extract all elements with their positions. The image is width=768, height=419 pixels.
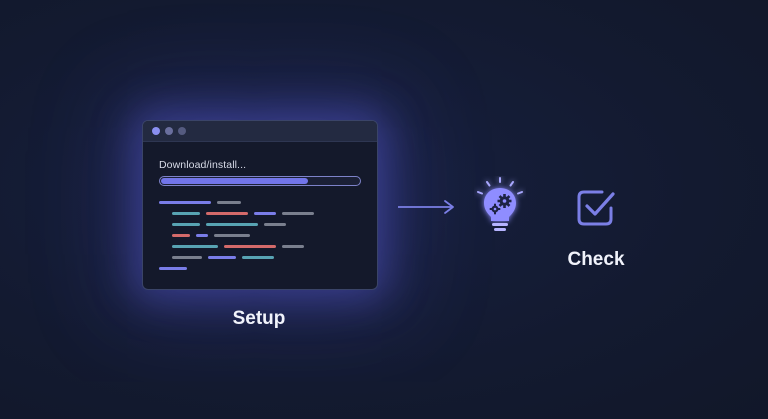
- code-token: [217, 201, 241, 204]
- window-dot-1: [152, 127, 160, 135]
- install-progress-bar: [159, 176, 361, 186]
- code-token: [282, 212, 314, 215]
- code-token: [206, 223, 258, 226]
- code-token: [224, 245, 276, 248]
- code-token: [206, 212, 248, 215]
- setup-label: Setup: [232, 308, 286, 329]
- code-line: [159, 201, 247, 204]
- code-line: [159, 267, 193, 270]
- code-line: [172, 245, 310, 248]
- window-titlebar: [143, 121, 377, 142]
- window-dot-3: [178, 127, 186, 135]
- code-token: [196, 234, 208, 237]
- code-token: [214, 234, 250, 237]
- install-status-text: Download/install...: [159, 159, 247, 171]
- code-line: [172, 223, 292, 226]
- code-token: [172, 256, 202, 259]
- code-token: [242, 256, 274, 259]
- arrow-right-icon: [398, 200, 454, 214]
- install-progress-fill: [161, 178, 308, 184]
- code-line: [172, 256, 280, 259]
- window-dot-2: [165, 127, 173, 135]
- code-token: [208, 256, 236, 259]
- code-line: [172, 212, 320, 215]
- code-token: [172, 234, 190, 237]
- code-line: [172, 234, 256, 237]
- code-token: [172, 212, 200, 215]
- lightbulb-gears-icon: [477, 177, 523, 231]
- code-token: [172, 245, 218, 248]
- code-token: [254, 212, 276, 215]
- code-token: [159, 267, 187, 270]
- check-label: Check: [567, 249, 625, 270]
- code-token: [282, 245, 304, 248]
- checkbox-checked-icon: [577, 190, 615, 226]
- code-token: [172, 223, 200, 226]
- code-token: [159, 201, 211, 204]
- setup-window: Download/install...: [142, 120, 378, 290]
- code-token: [264, 223, 286, 226]
